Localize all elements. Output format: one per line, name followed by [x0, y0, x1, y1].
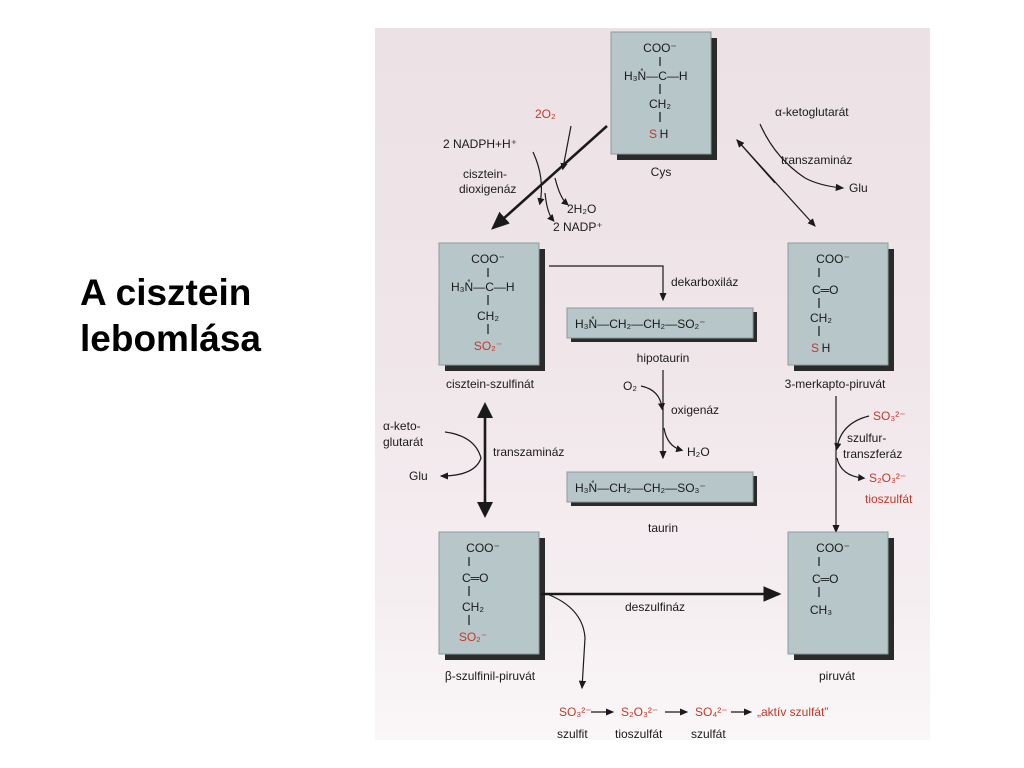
st-enzyme-line2: transzferáz — [843, 447, 902, 461]
glu-label-top: Glu — [849, 181, 868, 195]
title-line-1: A cisztein — [80, 272, 252, 313]
glu-label-left: Glu — [409, 469, 428, 483]
cys-ch2: CH₂ — [649, 97, 671, 111]
cys-molecule: COO⁻ H₃N̊—C—H CH₂ S H — [610, 31, 717, 160]
csa-so2: SO₂⁻ — [474, 339, 502, 353]
o2-label: 2O₂ — [535, 107, 556, 121]
taurine-formula: H₃N̊—CH₂—CH₂—SO₃⁻ — [575, 479, 706, 495]
sulfurtransferase-step: SO₃²⁻ szulfur- transzferáz S₂O₃²⁻ tioszu… — [832, 396, 913, 534]
pyr-ch3: CH₃ — [810, 603, 832, 617]
mp-co: C═O — [812, 283, 839, 297]
akg-label-line2: glutarát — [383, 435, 424, 449]
dioxygenase-reaction: 2O₂ 2 NADPH+H⁺ cisztein- dioxigenáz 2H₂O… — [443, 107, 608, 234]
mercaptopyruvate-molecule: COO⁻ C═O CH₂ S H — [787, 242, 894, 371]
enzyme-cdo-line2: dioxigenáz — [459, 182, 516, 196]
st-thiosulfate: tioszulfát — [865, 492, 913, 506]
hypotaurine-molecule: H₃N̊—CH₂—CH₂—SO₂⁻ — [566, 307, 757, 342]
mp-ch2: CH₂ — [810, 311, 832, 325]
csa-transamination: α-keto- glutarát transzamináz Glu — [383, 402, 564, 518]
cys-h: H — [660, 127, 669, 141]
cysteine-degradation-diagram: COO⁻ H₃N̊—C—H CH₂ S H Cys 2O₂ 2 NADPH+H⁺… — [375, 28, 930, 740]
nadph-label: 2 NADPH+H⁺ — [443, 137, 517, 151]
pyr-co: C═O — [812, 572, 839, 586]
akg-label-top: α-ketoglutarát — [775, 105, 849, 119]
caption-thiosulfate: tioszulfát — [615, 727, 663, 740]
title-line-2: lebomlása — [80, 318, 261, 359]
h2o-label: 2H₂O — [567, 202, 596, 216]
desulfinase-label: deszulfináz — [625, 600, 685, 614]
sp-so2: SO₂⁻ — [459, 630, 487, 644]
mp-coo: COO⁻ — [816, 252, 850, 266]
pyr-caption: piruvát — [819, 669, 856, 683]
pyruvate-molecule: COO⁻ C═O CH₃ — [787, 531, 894, 660]
chain-active-sulfate: „aktív szulfát” — [757, 705, 828, 719]
slide-title: A cisztein lebomlása — [80, 270, 261, 362]
oxygenase-h2o: H₂O — [687, 445, 710, 459]
taurine-molecule: H₃N̊—CH₂—CH₂—SO₃⁻ — [566, 471, 757, 506]
sulfinylpyruvate-molecule: COO⁻ C═O CH₂ SO₂⁻ — [438, 531, 545, 660]
pathway-svg: COO⁻ H₃N̊—C—H CH₂ S H Cys 2O₂ 2 NADPH+H⁺… — [383, 31, 913, 740]
cys-transamination: α-ketoglutarát transzamináz Glu — [736, 105, 868, 227]
cys-sulfur: S — [649, 127, 657, 141]
chain-thiosulfate: S₂O₃²⁻ — [621, 705, 658, 719]
caption-sulfite: szulfit — [557, 727, 588, 740]
cysteine-sulfinate-molecule: COO⁻ H₃N̊—C—H CH₂ SO₂⁻ — [438, 242, 545, 371]
caption-sulfate: szulfát — [691, 727, 726, 740]
hypotaurine-formula: H₃N̊—CH₂—CH₂—SO₂⁻ — [575, 315, 706, 331]
mp-caption: 3-merkapto-piruvát — [785, 377, 886, 391]
sp-co: C═O — [462, 571, 489, 585]
csa-ch2: CH₂ — [477, 309, 499, 323]
oxygenase-step: O₂ oxigenáz H₂O — [623, 370, 719, 460]
st-enzyme-line1: szulfur- — [847, 431, 886, 445]
sp-coo: COO⁻ — [466, 541, 500, 555]
csa-coo: COO⁻ — [471, 252, 505, 266]
pyr-coo: COO⁻ — [816, 541, 850, 555]
st-so3: SO₃²⁻ — [873, 409, 906, 423]
decarboxylase-label: dekarboxiláz — [671, 275, 738, 289]
desulfinase-step: deszulfináz — [541, 586, 782, 690]
hypotaurine-caption: hipotaurin — [637, 351, 690, 365]
sulfur-product-chain: SO₃²⁻ S₂O₃²⁻ SO₄²⁻ „aktív szulfát” szulf… — [557, 705, 828, 740]
chain-sulfite: SO₃²⁻ — [559, 705, 592, 719]
oxygenase-label: oxigenáz — [671, 403, 719, 417]
cys-caption: Cys — [651, 165, 672, 179]
enzyme-cdo-line1: cisztein- — [463, 167, 507, 181]
transaminase-top: transzamináz — [781, 153, 852, 167]
taurine-caption: taurin — [648, 521, 678, 535]
csa-caption: cisztein-szulfinát — [446, 377, 535, 391]
csa-backbone: H₃N̊—C—H — [451, 278, 515, 294]
decarboxylase-step: dekarboxiláz — [549, 265, 738, 302]
akg-label-line1: α-keto- — [383, 419, 421, 433]
nadp-label: 2 NADP⁺ — [553, 220, 603, 234]
mp-h: H — [822, 341, 831, 355]
cys-coo: COO⁻ — [643, 41, 677, 55]
sp-caption: β-szulfinil-piruvát — [445, 669, 536, 683]
transaminase-left: transzamináz — [493, 445, 564, 459]
cys-backbone: H₃N̊—C—H — [624, 67, 688, 83]
st-s2o3: S₂O₃²⁻ — [869, 471, 906, 485]
sp-ch2: CH₂ — [462, 600, 484, 614]
mp-sulfur: S — [811, 341, 819, 355]
oxygenase-o2: O₂ — [623, 379, 637, 393]
chain-sulfate: SO₄²⁻ — [695, 705, 728, 719]
